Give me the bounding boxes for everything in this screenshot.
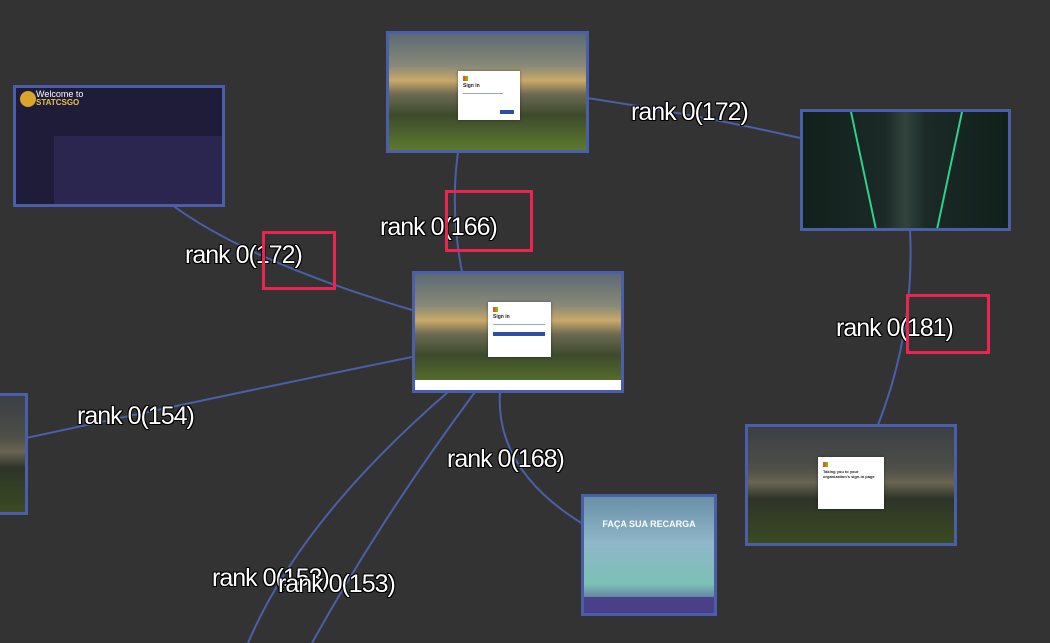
signin-footer-bar [415,380,621,390]
edge-left [25,356,413,439]
edge-left-top [171,204,413,311]
microsoft-logo-icon [823,462,828,467]
edge-center-bottom [498,391,584,525]
edge-center-top [453,151,463,273]
node-neon-skins[interactable] [800,109,1011,231]
signin-title: Sign in [493,314,510,320]
signin-next-button [500,110,514,114]
edge-label-right: rank 0(181) [836,314,954,342]
edge-bottom-a [247,391,449,643]
neon-line-right [935,112,963,228]
highlight-box [262,231,336,290]
edge-label-left-top: rank 0(172) [185,241,303,269]
edge-label-bottom-a: rank 0(153) [212,564,330,592]
stats-table-panel [54,136,222,204]
edge-label-bottom-b: rank 0(153) [278,570,396,598]
stats-brand-text: STATCSGO [36,98,80,107]
signin-dialog: Sign in [458,71,520,120]
redirect-dialog: Taking you to your organization's sign-i… [818,457,884,509]
microsoft-logo-icon [463,76,468,81]
edge-label-center-top: rank 0(166) [380,213,498,241]
signin-title: Sign in [463,83,480,89]
edge-label-top-right: rank 0(172) [631,98,749,126]
signin-input-line [463,93,503,94]
node-signin-top[interactable]: Sign in [386,31,589,153]
edge-top-right [586,97,801,139]
highlight-box [906,294,990,354]
neon-line-left [850,112,878,228]
redirect-title: Taking you to your organization's sign-i… [823,469,875,479]
microsoft-logo-icon [493,307,498,312]
edge-bottom-b [311,391,476,643]
recharge-title: FAÇA SUA RECARGA [602,519,696,529]
edge-label-left: rank 0(154) [77,402,195,430]
node-redirect[interactable]: Taking you to your organization's sign-i… [745,424,957,546]
edge-right [877,229,912,426]
edge-label-center-bottom: rank 0(168) [447,445,565,473]
statcsgo-logo-icon [20,91,36,107]
signin-dialog: Sign in [488,302,551,357]
node-left-partial[interactable] [0,393,28,515]
stats-welcome-text: Welcome to [36,89,84,99]
signin-next-button [493,332,545,336]
node-stats-dashboard[interactable]: Welcome to STATCSGO [13,85,225,207]
highlight-box [445,190,533,252]
recharge-footer [584,597,714,613]
node-signin-center[interactable]: Sign in [412,271,624,393]
signin-input-line [493,324,545,325]
node-recharge[interactable]: FAÇA SUA RECARGA [581,494,717,616]
